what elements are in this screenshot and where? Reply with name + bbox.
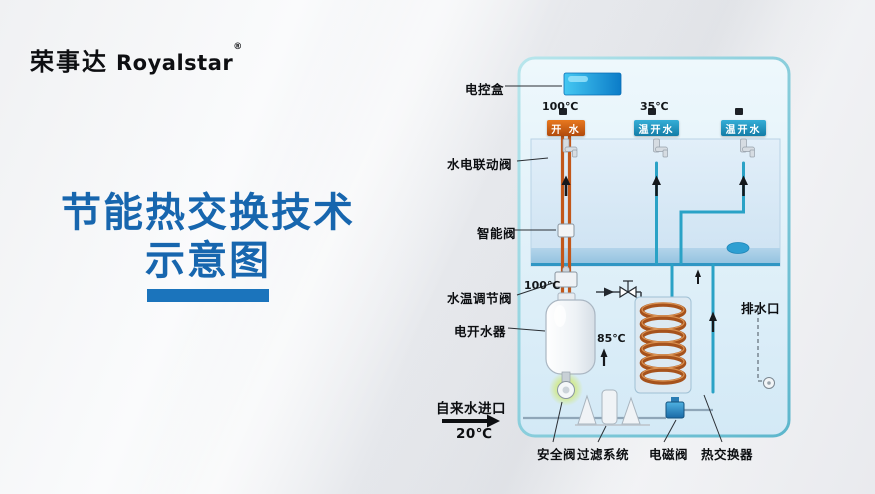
flow-arrow-up-riser bbox=[709, 311, 717, 332]
label-boiler: 电开水器 bbox=[454, 324, 507, 339]
brand-logo: 荣事达 Royalstar® bbox=[30, 42, 242, 77]
drain-outlet-hole bbox=[767, 381, 771, 385]
check-valve bbox=[619, 280, 637, 299]
solenoid-valve-body bbox=[665, 397, 685, 419]
brand-name-cn: 荣事达 bbox=[30, 48, 108, 76]
page-title-line1: 节能热交换技术 bbox=[61, 189, 355, 236]
label-inlet: 自来水进口 bbox=[436, 401, 506, 417]
label-filter-system: 过滤系统 bbox=[577, 447, 630, 462]
reading-outlet1-temp: 100℃ bbox=[542, 100, 579, 113]
label-solenoid-valve: 电磁阀 bbox=[649, 447, 689, 462]
filter-system-units bbox=[575, 389, 650, 426]
reading-inlet-temp: 20℃ bbox=[456, 426, 493, 442]
smart-valve-body bbox=[557, 223, 575, 238]
brand-name-en: Royalstar bbox=[116, 51, 234, 75]
faucet-hot bbox=[562, 138, 578, 158]
flow-arrow-up-tray bbox=[695, 269, 701, 284]
control-box-highlight bbox=[568, 76, 588, 82]
temp-valve-body bbox=[554, 271, 578, 288]
float-drop bbox=[726, 242, 750, 254]
heat-exchanger-coil bbox=[634, 296, 692, 394]
label-control-box: 电控盒 bbox=[465, 82, 505, 97]
flow-arrow-up-2 bbox=[652, 175, 661, 196]
label-heat-exchanger: 热交换器 bbox=[701, 447, 754, 462]
outlet-badge-warm-1: 温开水 bbox=[634, 120, 679, 136]
reading-pipe-temp: 100℃ bbox=[524, 279, 561, 292]
outlet-badge-hot: 开 水 bbox=[547, 120, 585, 136]
flow-arrow-up-1 bbox=[561, 175, 571, 196]
sensor-blocks bbox=[559, 108, 743, 115]
flow-arrow-up-3 bbox=[739, 175, 748, 196]
faucet-warm-1 bbox=[653, 138, 668, 158]
registered-mark-icon: ® bbox=[233, 42, 243, 52]
callout-lines bbox=[505, 85, 723, 443]
label-smart-valve: 智能阀 bbox=[477, 226, 517, 241]
page-title-line2: 示意图 bbox=[145, 237, 271, 284]
label-linkage-valve: 水电联动阀 bbox=[447, 157, 513, 172]
electric-boiler-body bbox=[545, 292, 596, 375]
safety-valve-assembly bbox=[549, 371, 583, 406]
flow-arrow-up-boiler bbox=[600, 348, 608, 366]
faucet-warm-2 bbox=[740, 138, 755, 158]
reading-outlet2-temp: 35℃ bbox=[640, 100, 669, 113]
reading-boiler-temp: 85℃ bbox=[597, 332, 626, 345]
flow-arrow-right bbox=[604, 287, 614, 297]
outlet-badge-warm-2: 温开水 bbox=[721, 120, 766, 136]
inlet-arrow bbox=[442, 414, 500, 428]
drain-line bbox=[752, 309, 762, 382]
label-drain: 排水口 bbox=[741, 301, 781, 316]
title-underline-bar bbox=[147, 289, 269, 302]
label-temp-valve: 水温调节阀 bbox=[447, 291, 513, 306]
label-safety-valve: 安全阀 bbox=[537, 447, 577, 462]
